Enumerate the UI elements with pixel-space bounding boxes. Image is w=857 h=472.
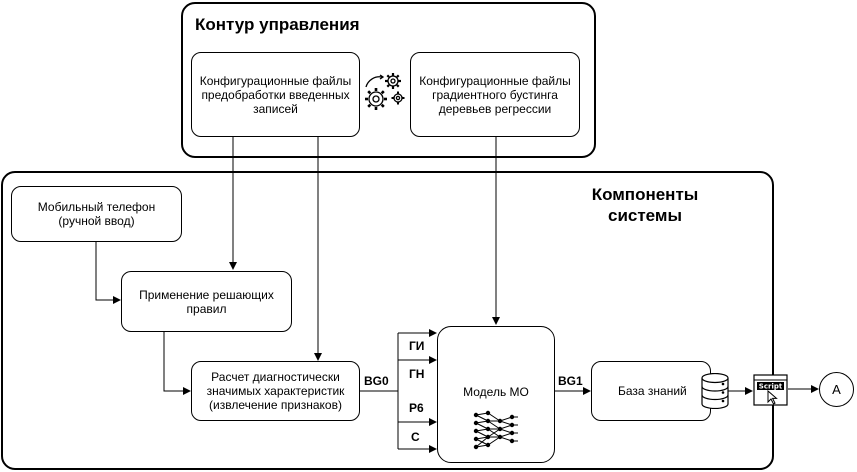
system-components-container [1,171,774,470]
decision-rules-box: Применение решающих правил [121,271,292,332]
bg0-label: BG0 [364,374,389,388]
svg-text:Script: Script [759,383,783,391]
preproc-config-box: Конфигурационные файлы предобработки вве… [191,52,360,137]
arrow-rules-to-features [163,332,191,395]
gbr-config-box: Конфигурационные файлы градиентного буст… [410,52,580,137]
input-label-gi: ГИ [409,339,425,353]
input-label-gn: ГН [409,367,425,381]
mobile-phone-box: Мобильный телефон (ручной ввод) [11,186,182,242]
ml-model-label: Модель МО [463,385,529,399]
script-icon: Script [753,374,788,406]
ml-model-box: Модель МО [437,326,555,463]
control-loop-container [181,2,596,158]
system-components-title: Компоненты системы [591,185,699,225]
arrow-phone-to-rules [95,242,121,304]
database-icon [701,373,729,409]
knowledge-base-box: База знаний [591,361,711,421]
output-connector-a: A [819,372,854,407]
feature-extraction-box: Расчет диагностически значимых характери… [191,361,360,421]
control-loop-title: Контур управления [195,15,360,34]
neural-network-icon [473,410,518,450]
input-label-r6: Р6 [409,401,424,415]
bg1-label: BG1 [558,374,583,388]
input-label-c: С [411,430,420,444]
gears-icon [365,73,405,110]
